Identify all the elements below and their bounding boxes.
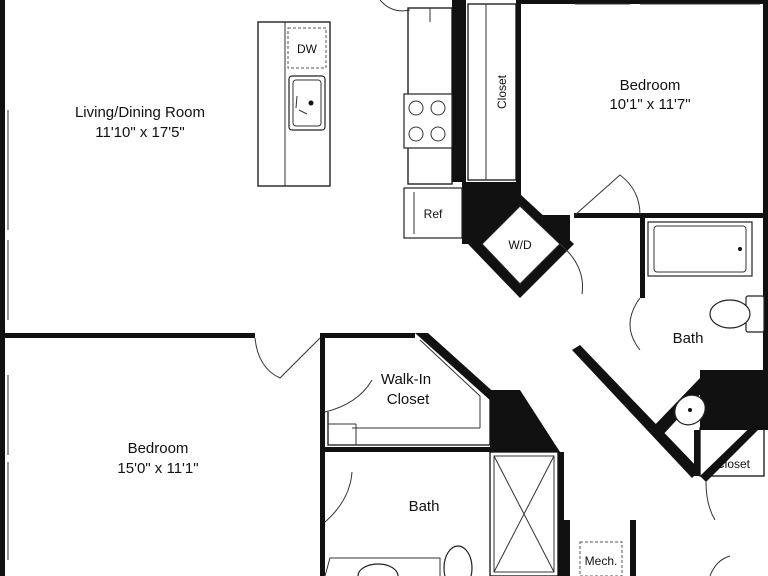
- shower: [489, 451, 559, 576]
- walkin-closet-line2: Closet: [387, 391, 430, 408]
- closet-right: Closet: [699, 427, 765, 521]
- closet-column: Closet: [467, 3, 517, 181]
- toilet-center: [443, 545, 473, 576]
- living-room-dims: 11'10" x 17'5": [95, 124, 185, 141]
- mech-label: Mech.: [585, 554, 618, 568]
- refrigerator-label: Ref: [424, 207, 443, 221]
- living-dining-room: Living/Dining Room 11'10" x 17'5": [75, 104, 321, 379]
- kitchen-counter: Ref: [379, 0, 463, 239]
- bedroom-bottom-name: Bedroom: [128, 440, 189, 457]
- bath-right: Bath: [629, 221, 765, 426]
- bedroom-bottom: Bedroom 15'0" x 11'1": [117, 440, 353, 523]
- closet-vertical-label: Closet: [495, 74, 509, 109]
- kitchen-sink: [288, 75, 326, 131]
- kitchen-island: DW: [257, 21, 331, 187]
- bathtub: [647, 221, 753, 277]
- dishwasher-label: DW: [297, 42, 318, 56]
- walkin-closet: Walk-In Closet: [324, 339, 491, 446]
- bedroom-top-dims: 10'1" x 11'7": [609, 96, 690, 113]
- washer-dryer-label: W/D: [508, 238, 532, 252]
- range-stove: [403, 93, 453, 149]
- bath-right-sink: [674, 394, 706, 426]
- toilet-right: [709, 295, 765, 333]
- washer-dryer: W/D: [468, 194, 584, 298]
- bath-center-label: Bath: [409, 498, 440, 515]
- bedroom-bottom-dims: 15'0" x 11'1": [117, 460, 198, 477]
- bath-center: Bath: [324, 451, 559, 576]
- walkin-closet-line1: Walk-In: [381, 371, 431, 388]
- mech-closet: Mech.: [579, 541, 731, 576]
- living-room-name: Living/Dining Room: [75, 104, 205, 121]
- bedroom-top-name: Bedroom: [620, 77, 681, 94]
- closet-right-label: Closet: [716, 457, 751, 471]
- bath-center-sink: [357, 563, 399, 576]
- bath-right-label: Bath: [673, 330, 704, 347]
- bedroom-top: Bedroom 10'1" x 11'7": [574, 3, 760, 216]
